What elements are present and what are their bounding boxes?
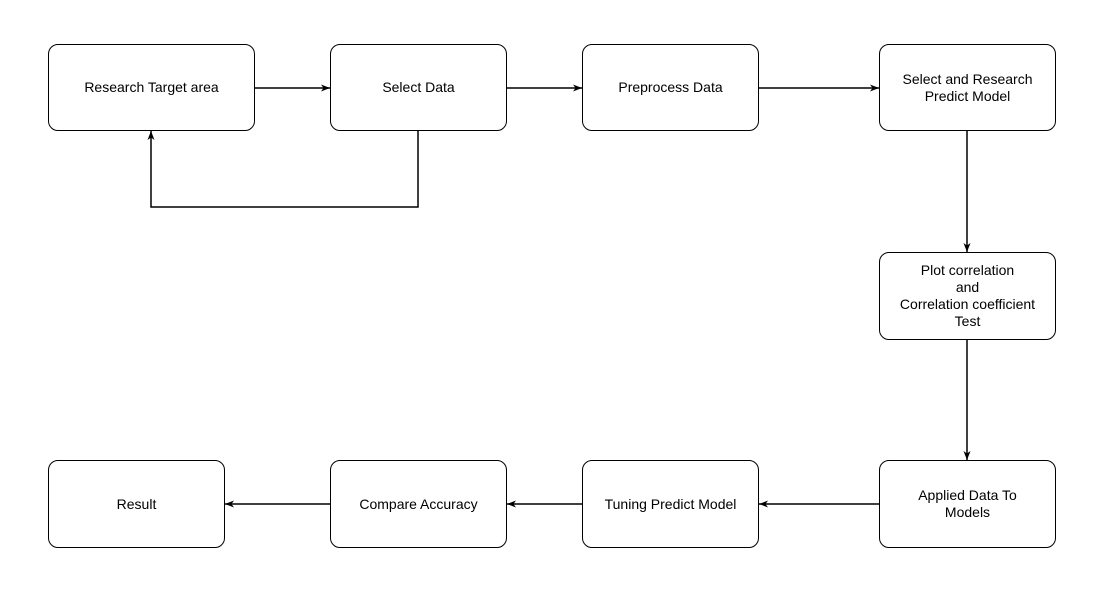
node-result: Result (48, 460, 225, 548)
node-research-target-area: Research Target area (48, 44, 255, 131)
node-compare-accuracy: Compare Accuracy (330, 460, 507, 548)
node-plot-correlation-test: Plot correlation and Correlation coeffic… (879, 252, 1056, 340)
node-label: Applied Data To Models (918, 487, 1017, 520)
node-label: Preprocess Data (618, 79, 723, 95)
node-label: Select Data (382, 79, 455, 95)
node-label: Tuning Predict Model (604, 495, 737, 512)
node-select-data: Select Data (330, 44, 507, 131)
node-label: Select and Research Predict Model (902, 70, 1033, 104)
node-label: Result (116, 495, 157, 512)
node-applied-data-to-models: Applied Data To Models (879, 460, 1056, 548)
node-preprocess-data: Preprocess Data (582, 44, 759, 131)
node-label: Compare Accuracy (359, 495, 478, 512)
node-select-research-predict-model: Select and Research Predict Model (879, 44, 1056, 131)
node-label: Research Target area (84, 79, 219, 95)
node-tuning-predict-model: Tuning Predict Model (582, 460, 759, 548)
edge-select-data-loop-back (147, 131, 419, 208)
node-label: Plot correlation and Correlation coeffic… (899, 262, 1036, 329)
